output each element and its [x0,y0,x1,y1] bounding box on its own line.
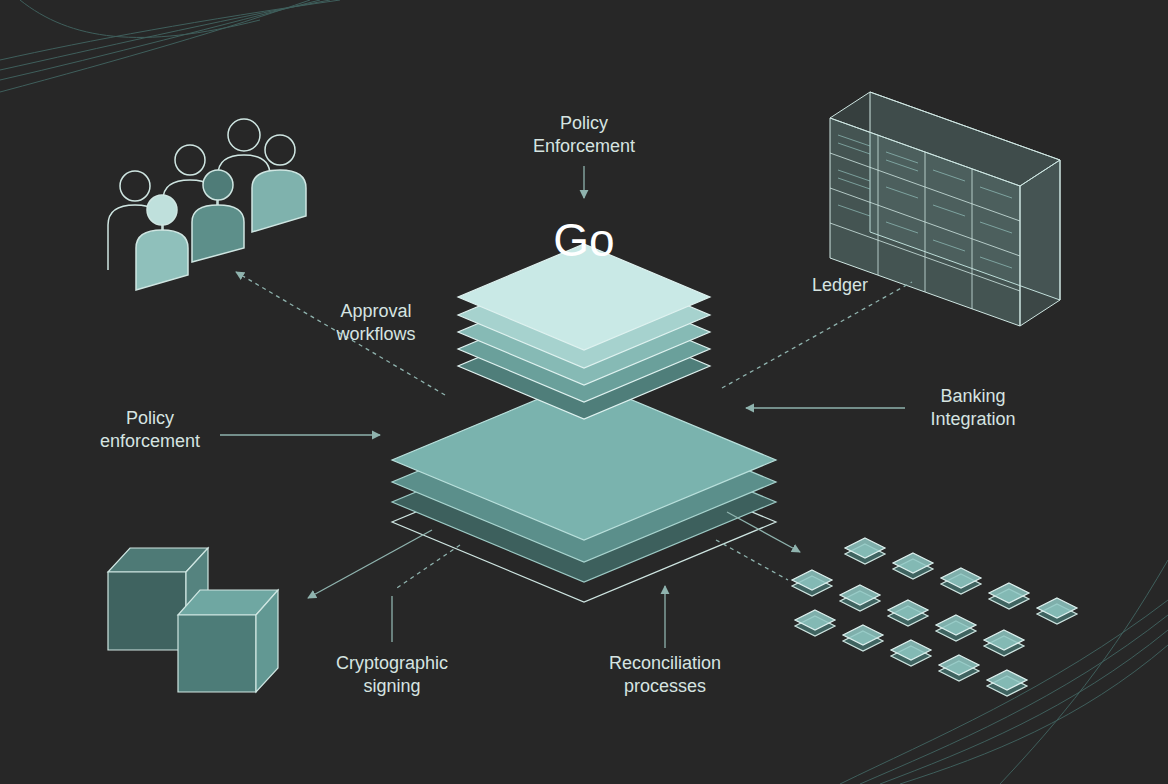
callout-label: Approval workflows [320,300,432,346]
callout-label: Reconciliation processes [595,652,735,698]
leader-lines [220,166,912,648]
tiles-icon [792,538,1077,696]
people-icon [108,119,306,290]
stack-node: Go [490,212,678,268]
callout-label: Ledger [795,274,885,297]
node-title: Go [553,214,614,266]
callout-label: Policy Enforcement [522,112,647,158]
cubes-icon [108,548,278,692]
callout-label: Cryptographic signing [323,652,461,698]
layer-stack [392,244,776,602]
callout-label: Banking Integration [917,385,1029,431]
callout-label: Policy enforcement [88,407,213,453]
